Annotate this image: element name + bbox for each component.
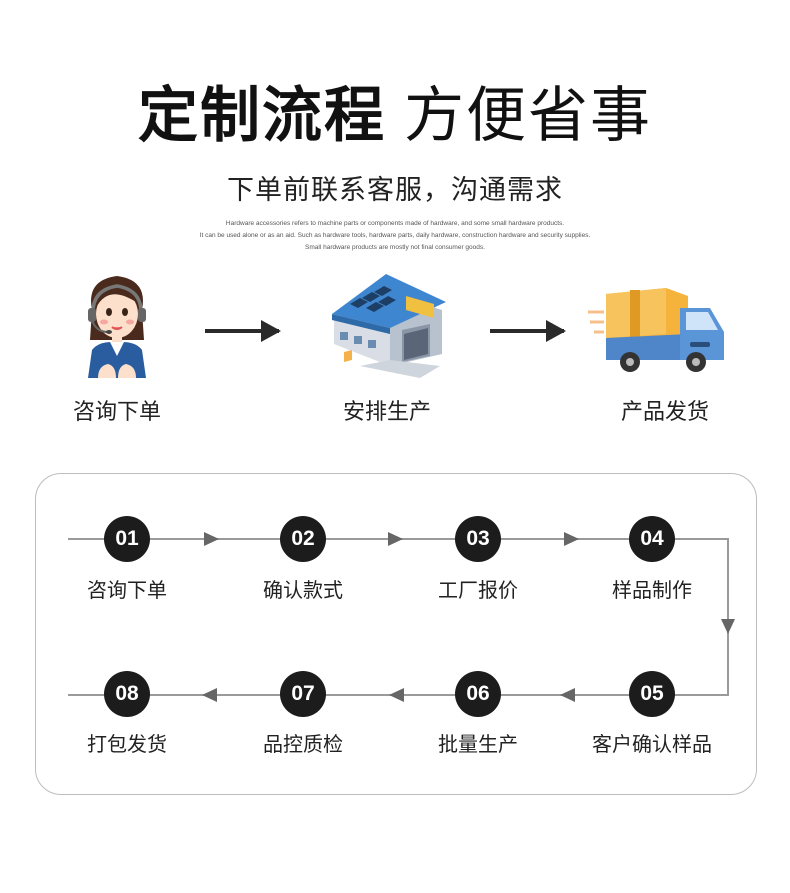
flow-line-vertical <box>727 538 729 696</box>
factory-icon <box>330 270 448 380</box>
arrow-right-icon <box>564 532 579 546</box>
step-label: 品控质检 <box>263 732 343 756</box>
process-panel <box>35 473 757 795</box>
description: Hardware accessories refers to machine p… <box>0 218 790 254</box>
overview-label: 产品发货 <box>620 400 709 425</box>
arrow-right-icon <box>490 320 566 342</box>
arrow-left-icon <box>560 688 575 702</box>
step-number: 08 <box>104 671 150 717</box>
step-number: 03 <box>455 516 501 562</box>
step-number: 04 <box>629 516 675 562</box>
arrow-left-icon <box>202 688 217 702</box>
step-label: 批量生产 <box>438 732 518 756</box>
arrow-right-icon <box>388 532 403 546</box>
title-bold: 定制流程 <box>138 81 386 151</box>
arrow-left-icon <box>389 688 404 702</box>
step-label: 工厂报价 <box>438 578 518 602</box>
step-number: 01 <box>104 516 150 562</box>
step-label: 咨询下单 <box>87 578 167 602</box>
arrow-right-icon <box>204 532 219 546</box>
step-label: 打包发货 <box>87 732 167 756</box>
delivery-truck-icon <box>586 282 734 374</box>
arrow-right-icon <box>205 320 281 342</box>
title-light: 方便省事 <box>404 81 652 151</box>
description-line: It can be used alone or as an aid. Such … <box>199 232 591 239</box>
arrow-down-icon <box>721 619 735 634</box>
overview-label: 安排生产 <box>342 400 431 425</box>
overview-label: 咨询下单 <box>72 400 161 425</box>
subtitle: 下单前联系客服，沟通需求 <box>227 175 563 206</box>
step-label: 样品制作 <box>612 578 692 602</box>
page-title: 定制流程方便省事 <box>0 78 790 154</box>
step-number: 06 <box>455 671 501 717</box>
step-number: 07 <box>280 671 326 717</box>
description-line: Hardware accessories refers to machine p… <box>225 220 565 227</box>
step-label: 确认款式 <box>263 578 343 602</box>
step-number: 05 <box>629 671 675 717</box>
customer-service-icon <box>78 270 156 378</box>
step-label: 客户确认样品 <box>592 732 712 756</box>
description-line: Small hardware products are mostly not f… <box>305 244 485 251</box>
step-number: 02 <box>280 516 326 562</box>
